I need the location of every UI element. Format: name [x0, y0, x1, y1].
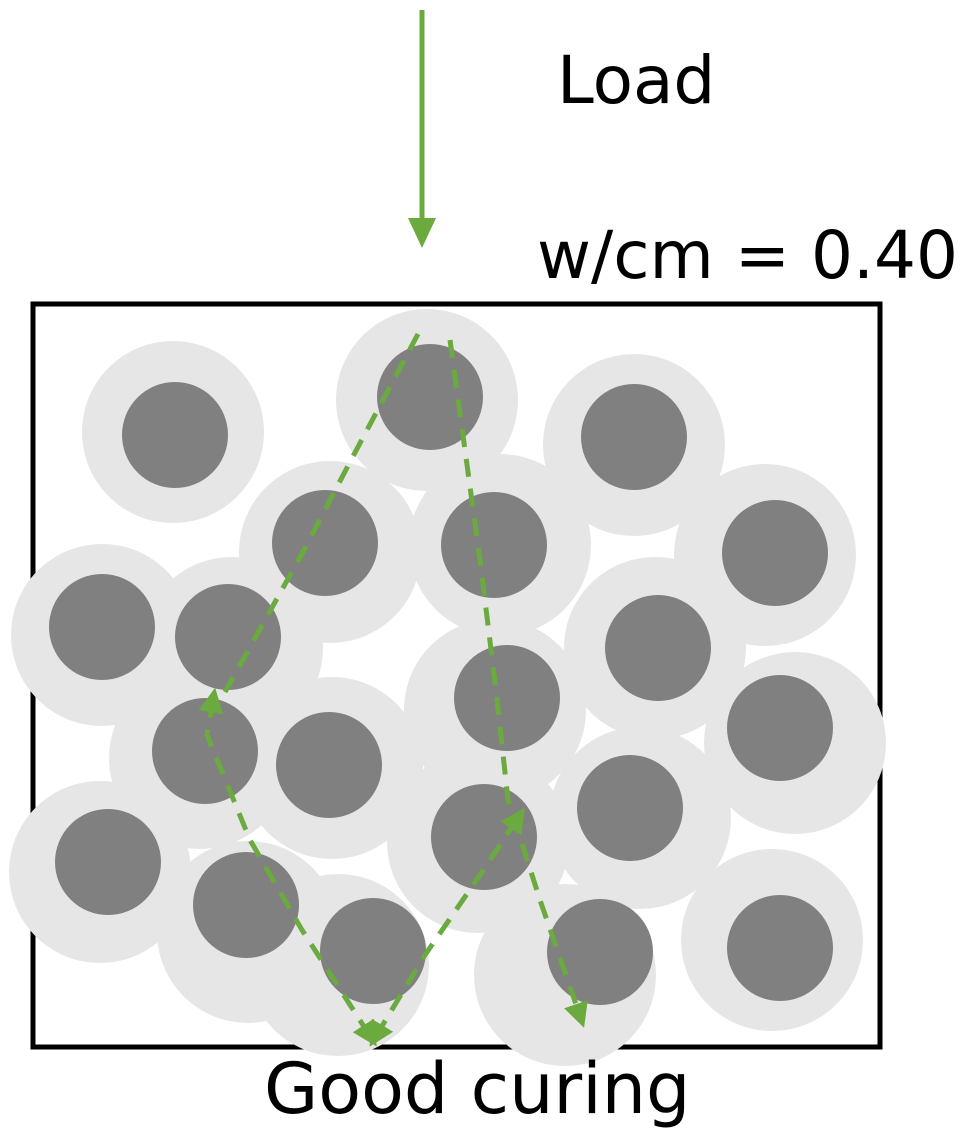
- curing-caption: Good curing: [264, 1048, 691, 1130]
- cement-particle: [605, 595, 711, 701]
- water-cement-ratio-label: w/cm = 0.40: [537, 217, 959, 294]
- cement-particle: [577, 755, 683, 861]
- cement-particle: [454, 645, 560, 751]
- cement-particle: [122, 382, 228, 488]
- cement-particle: [431, 784, 537, 890]
- load-label: Load: [557, 42, 716, 119]
- cement-particle: [441, 492, 547, 598]
- cement-particle: [722, 500, 828, 606]
- cement-particle: [727, 675, 833, 781]
- cement-particle: [547, 899, 653, 1005]
- cement-particle: [193, 852, 299, 958]
- cement-particle: [276, 712, 382, 818]
- cement-particle: [49, 574, 155, 680]
- cement-particle: [175, 584, 281, 690]
- cement-particle: [581, 384, 687, 490]
- load-path-center-up: [369, 807, 525, 1047]
- cement-particle: [272, 490, 378, 596]
- cement-particle: [320, 898, 426, 1004]
- cement-particle: [55, 809, 161, 915]
- cement-particle: [377, 344, 483, 450]
- load-paths: [198, 332, 588, 1047]
- cement-particle: [152, 698, 258, 804]
- cement-particle: [727, 895, 833, 1001]
- load-arrow: [408, 10, 436, 248]
